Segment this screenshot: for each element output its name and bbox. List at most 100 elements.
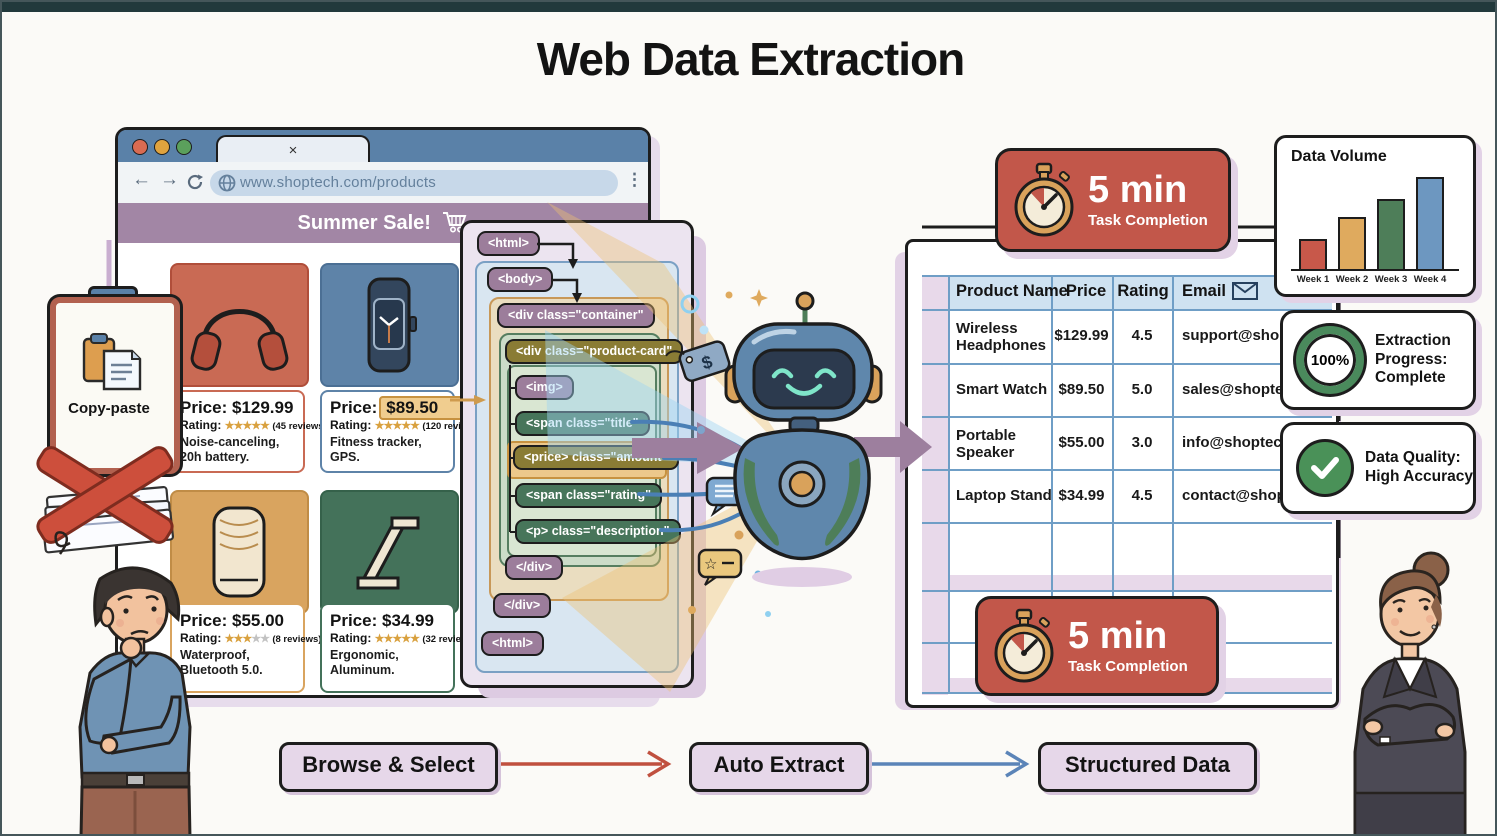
rating-label: Rating: (180, 418, 222, 432)
x-tick: Week 1 (1296, 274, 1330, 285)
flow-step-auto-extract: Auto Extract (689, 742, 869, 792)
product-description: Waterproof, Bluetooth 5.0. (180, 648, 263, 677)
page-title: Web Data Extraction (536, 33, 965, 85)
menu-dots-icon: ⋮ (626, 170, 643, 189)
price-label: Price: (330, 611, 378, 630)
table-left-gutter (922, 275, 948, 695)
cell-rating: 4.5 (1131, 487, 1153, 504)
col-header-rating: Rating (1117, 282, 1169, 300)
forward-icon: → (160, 169, 179, 190)
cell-price: $55.00 (1058, 434, 1105, 451)
task-time: 5 min (1088, 169, 1188, 211)
x-tick: Week 3 (1374, 274, 1408, 285)
cell-price: $34.99 (1058, 487, 1105, 504)
dom-node-img: <img> (515, 375, 574, 400)
rating-label: Rating: (180, 631, 222, 645)
cell-rating: 5.0 (1131, 381, 1153, 398)
cell-price: $89.50 (1058, 381, 1105, 398)
col-header-email: Email (1182, 282, 1227, 300)
price-label: Price: (180, 398, 228, 417)
red-x-icon (36, 446, 174, 544)
copy-paste-clipboard (50, 297, 180, 474)
product-card-smart-watch: Price:$89.50 Rating: ★★★★★ (120 reviews)… (320, 390, 483, 473)
reviews-count: (8 reviews) (272, 634, 322, 645)
url-bar (210, 170, 618, 196)
product-description: Fitness tracker, GPS. (330, 435, 422, 464)
cell-email: sales@shoptech (1182, 381, 1301, 398)
dom-node-div-close-2: </div> (493, 593, 552, 618)
top-dark-bar (2, 2, 1495, 12)
cell-email: support@shopte (1182, 327, 1302, 344)
cell-price: $129.99 (1054, 327, 1109, 344)
reviews-count: (120 reviews) (422, 421, 483, 432)
flow-step-browse-select: Browse & Select (279, 742, 498, 792)
robot-shadow (752, 567, 852, 587)
copy-paste-label: Copy-paste (68, 400, 150, 417)
rating-stars: ★★★ (224, 633, 253, 645)
url-text: www.shoptech.com/products (240, 174, 436, 191)
price-value: $34.99 (381, 611, 434, 630)
task-completion-badge-bottom: 5 min Task Completion (975, 596, 1219, 696)
x-tick: Week 4 (1413, 274, 1447, 285)
progress-value: 100% (1310, 351, 1350, 369)
data-quality-card: Data Quality: High Accuracy (1280, 422, 1476, 514)
speaker-icon (212, 506, 266, 598)
col-header-price: Price (1065, 282, 1107, 300)
check-icon (1296, 439, 1354, 497)
cell-email: contact@shopte (1182, 487, 1300, 504)
robot-eye-left (771, 368, 794, 379)
reviews-count: (45 reviews) (272, 421, 327, 432)
task-label: Task Completion (1068, 658, 1188, 675)
chart-baseline (1291, 269, 1459, 271)
thinking-person (78, 566, 192, 834)
cell-email: info@shoptech. (1182, 434, 1295, 451)
reload-icon (187, 174, 203, 190)
bar-week2 (1338, 217, 1366, 269)
robot-antenna (795, 291, 815, 311)
bar-week4 (1416, 177, 1444, 269)
cell-product-name: Wireless Headphones (956, 320, 1047, 355)
browser-titlebar: × (118, 130, 648, 164)
watch-icon (367, 277, 417, 373)
product-card-headphones: Price: $129.99 Rating: ★★★★★ (45 reviews… (170, 390, 327, 473)
robot-eye-right (814, 368, 837, 379)
price-value: $55.00 (231, 611, 284, 630)
task-time: 5 min (1068, 615, 1168, 657)
quality-label: Data Quality: High Accuracy (1365, 449, 1473, 485)
cell-rating: 3.0 (1131, 434, 1153, 451)
rating-stars: ★★★★★ (374, 420, 420, 432)
dom-node-title: <span class="title" (515, 411, 650, 436)
product-card-portable-speaker: Price: $55.00 Rating: ★★★★★ (8 reviews) … (170, 603, 321, 693)
stopwatch-icon (1014, 162, 1074, 237)
traffic-light-green (176, 139, 192, 155)
cell-product-name: Laptop Stand (956, 487, 1052, 504)
dom-node-rating: <span class="rating" (515, 483, 663, 508)
rejected-papers (36, 446, 175, 554)
robot-mouth (785, 383, 823, 396)
robot-face (752, 348, 856, 410)
dom-node-body: <body> (487, 267, 554, 292)
dom-node-html-open: <html> (477, 231, 540, 256)
bar-week3 (1377, 199, 1405, 269)
rating-stars: ★★★★★ (224, 420, 270, 432)
confident-person (1353, 551, 1467, 834)
cell-product-name: Portable Speaker (956, 427, 1017, 462)
product-image-laptop-stand (320, 490, 459, 614)
product-image-portable-speaker (170, 490, 309, 614)
rating-label: Rating: (330, 631, 372, 645)
copy-paste-icon (82, 333, 142, 391)
product-description: Ergonomic, Aluminum. (330, 648, 399, 677)
dom-node-div-close-1: </div> (505, 555, 564, 580)
chart-title: Data Volume (1291, 148, 1387, 165)
browser-tab: × (216, 135, 370, 164)
bar-chart (1277, 138, 1473, 269)
bar-week1 (1299, 239, 1327, 269)
stopwatch-icon (994, 608, 1054, 683)
laptop-stand-icon (356, 516, 420, 590)
dom-node-product-card: <div class="product-card" (505, 339, 684, 364)
dom-node-container: <div class="container" (497, 303, 655, 328)
email-icon (1232, 282, 1258, 300)
rating-label: Rating: (330, 418, 372, 432)
product-card-laptop-stand: Price: $34.99 Rating: ★★★★★ (32 reviews)… (320, 603, 477, 693)
